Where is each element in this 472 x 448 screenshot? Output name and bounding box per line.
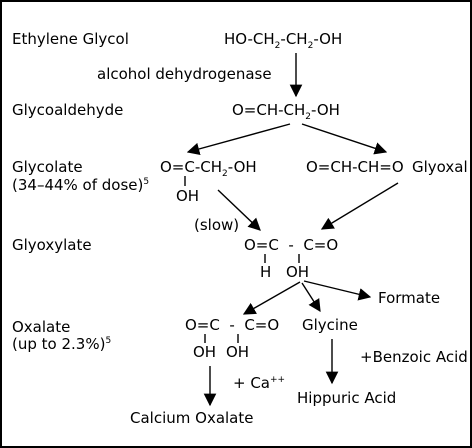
glycolate-dose-text: (34–44% of dose) [12, 176, 143, 194]
label-formate: Formate [378, 289, 440, 307]
formula-oxalate: O=C - C=O [185, 316, 279, 334]
arrow-glycolate-to-glyoxylate [217, 189, 261, 231]
label-glycine: Glycine [302, 316, 358, 334]
label-glycoaldehyde: Glycoaldehyde [12, 101, 123, 119]
glycolate-ref: 5 [143, 177, 149, 187]
enzyme-label: alcohol dehydrogenase [97, 65, 272, 83]
label-hippuric-acid: Hippuric Acid [297, 389, 396, 407]
oxalate-oh-1: OH [193, 343, 216, 361]
formula-glyoxylate: O=C - C=O [244, 236, 338, 254]
label-glycolate-dose: (34–44% of dose)5 [12, 176, 149, 194]
arrow-glycoaldehyde-to-glycolate [186, 123, 291, 156]
formula-glycoaldehyde: O=CH-CH2-OH [232, 101, 340, 122]
formula-glycolate: O=C-CH2-OH [160, 158, 257, 179]
label-glyoxylate: Glyoxylate [12, 236, 92, 254]
label-calcium: + Ca++ [233, 374, 285, 392]
arrow-glycoaldehyde-to-glyoxal [301, 123, 388, 155]
label-oxalate: Oxalate [12, 318, 70, 336]
label-glyoxal: Glyoxal [412, 158, 468, 176]
glyoxylate-oh: OH [286, 263, 309, 281]
oxalate-dose-text: (up to 2.3%) [12, 335, 105, 353]
arrow-glyoxylate-to-oxalate [242, 281, 301, 315]
arrow-glyoxylate-to-formate [303, 280, 372, 301]
glyoxylate-h: H [260, 263, 271, 281]
label-glycolate: Glycolate [12, 158, 83, 176]
glycolate-oh: OH [176, 187, 199, 205]
label-calcium-oxalate: Calcium Oxalate [130, 409, 253, 427]
arrow-glyoxal-to-glyoxylate [320, 182, 399, 230]
oxalate-oh-2: OH [226, 343, 249, 361]
label-slow: (slow) [194, 216, 239, 234]
label-oxalate-dose: (up to 2.3%)5 [12, 335, 111, 353]
label-ethylene-glycol: Ethylene Glycol [12, 30, 129, 48]
formula-glyoxal: O=CH-CH=O [306, 158, 404, 176]
label-benzoic-acid: +Benzoic Acid [360, 348, 468, 366]
arrow-glyoxylate-to-glycine [301, 282, 321, 313]
formula-ethylene-glycol: HO-CH2-CH2-OH [224, 30, 342, 51]
oxalate-ref: 5 [105, 336, 111, 346]
